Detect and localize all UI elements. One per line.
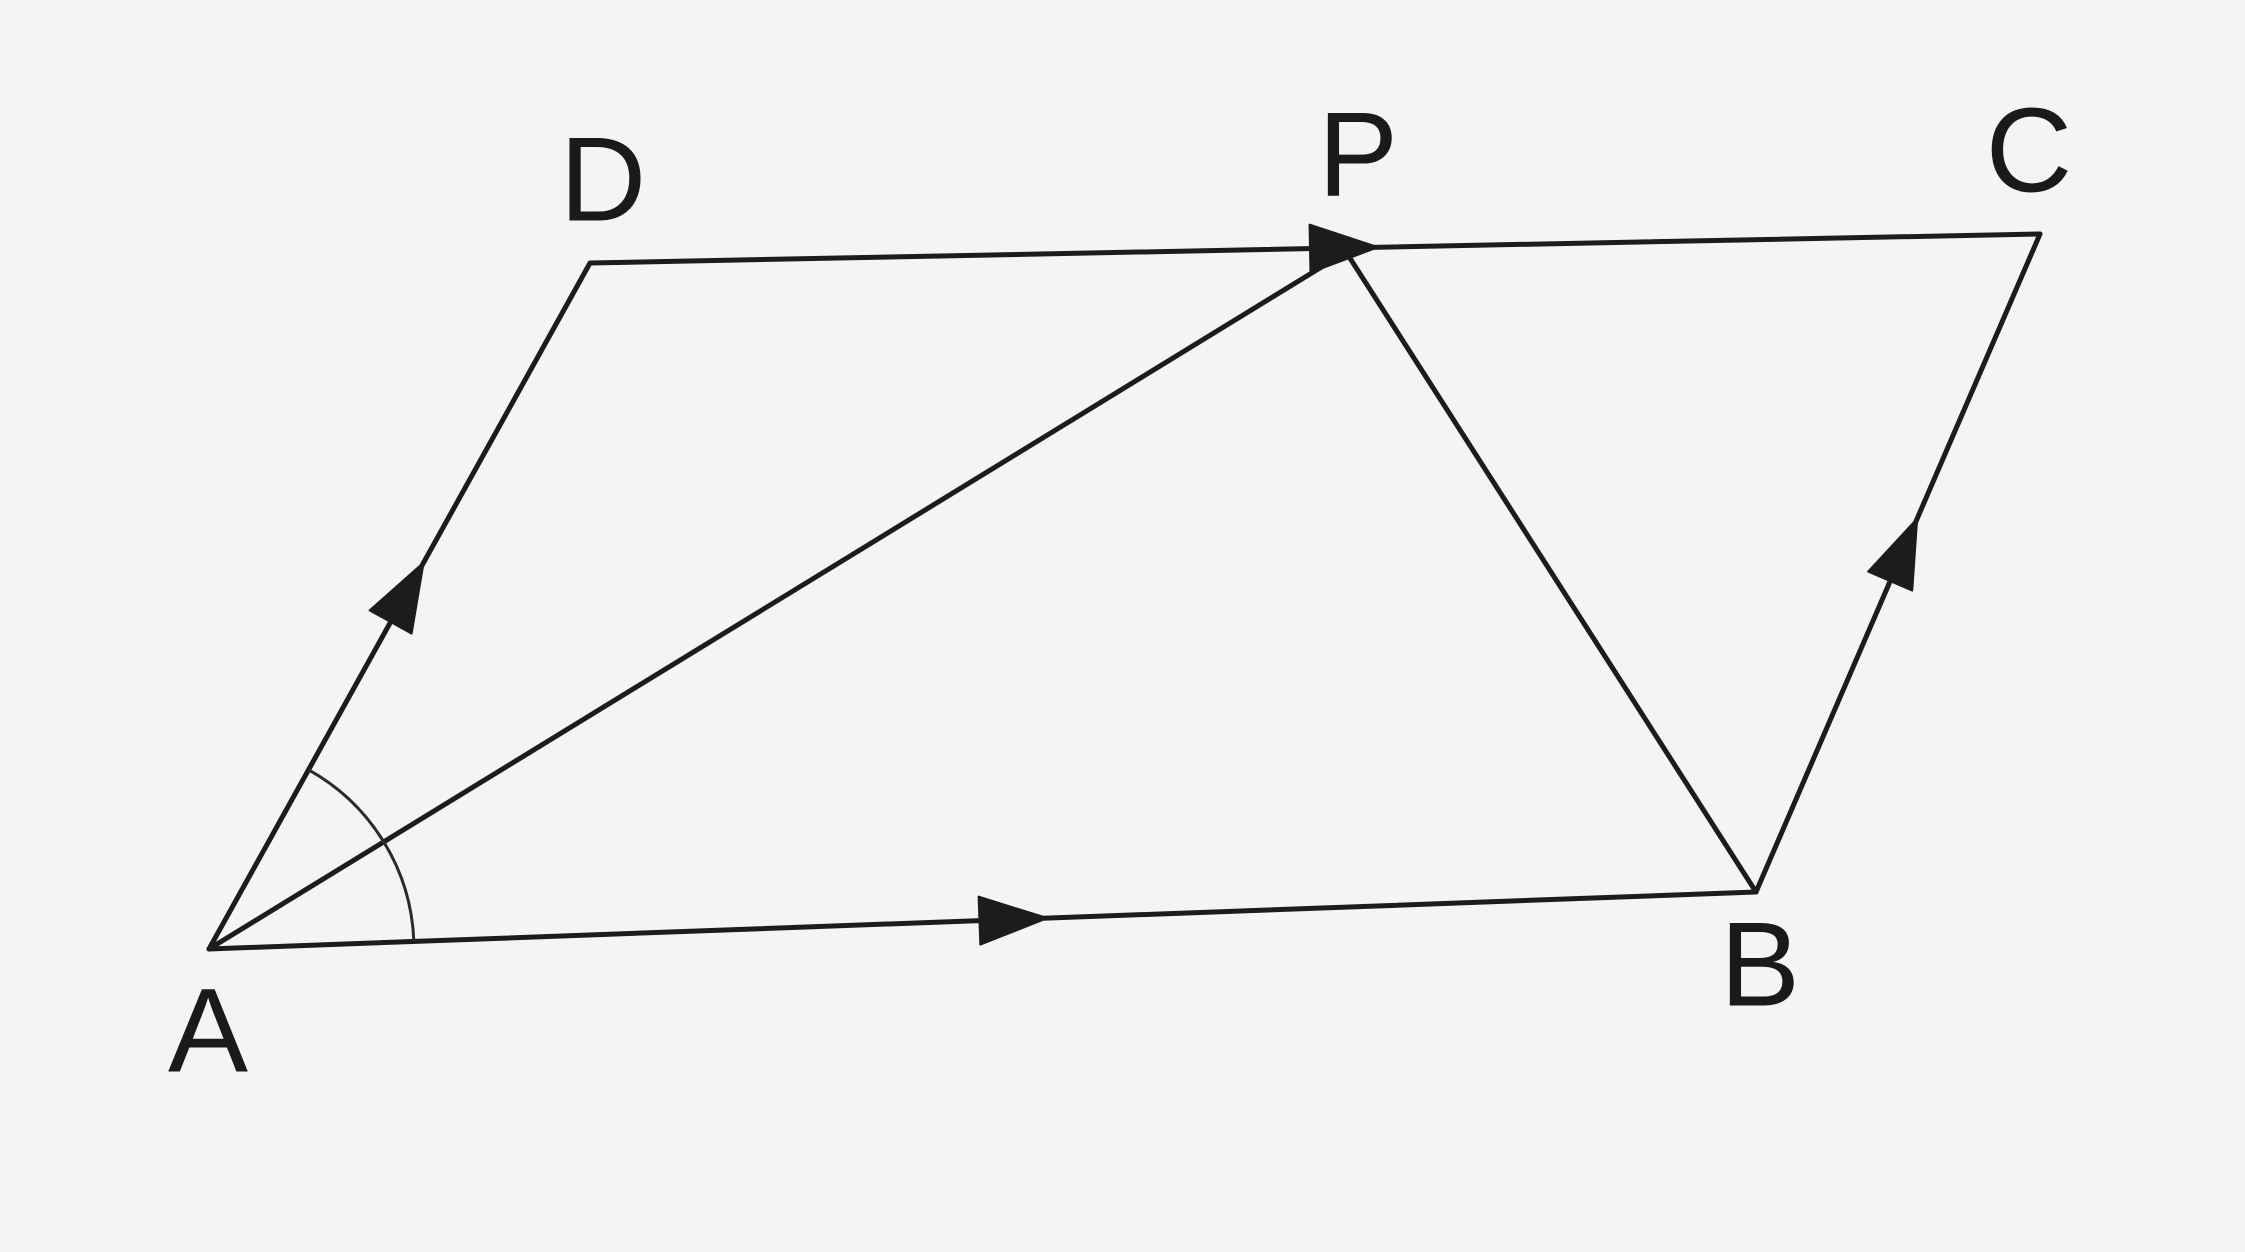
- vertex-label-b: B: [1720, 898, 1800, 1032]
- vertex-label-d: D: [560, 113, 647, 247]
- vertex-label-a: A: [168, 964, 248, 1098]
- arrow-bc-icon: [1867, 517, 1919, 592]
- arrow-ad-icon: [368, 561, 425, 635]
- edges-layer: [206, 223, 2043, 952]
- arrow-dc-icon: [1308, 223, 1379, 274]
- angle-mark-a: [307, 768, 416, 942]
- vertex-label-p: P: [1318, 88, 1398, 222]
- arrow-ab-icon: [977, 895, 1049, 946]
- angle-marks-layer: [307, 768, 416, 942]
- edge-pb: [1343, 249, 1759, 895]
- labels-layer: A B C D P: [168, 84, 2072, 1098]
- vertex-label-c: C: [1986, 84, 2073, 218]
- edge-ap: [206, 249, 1349, 952]
